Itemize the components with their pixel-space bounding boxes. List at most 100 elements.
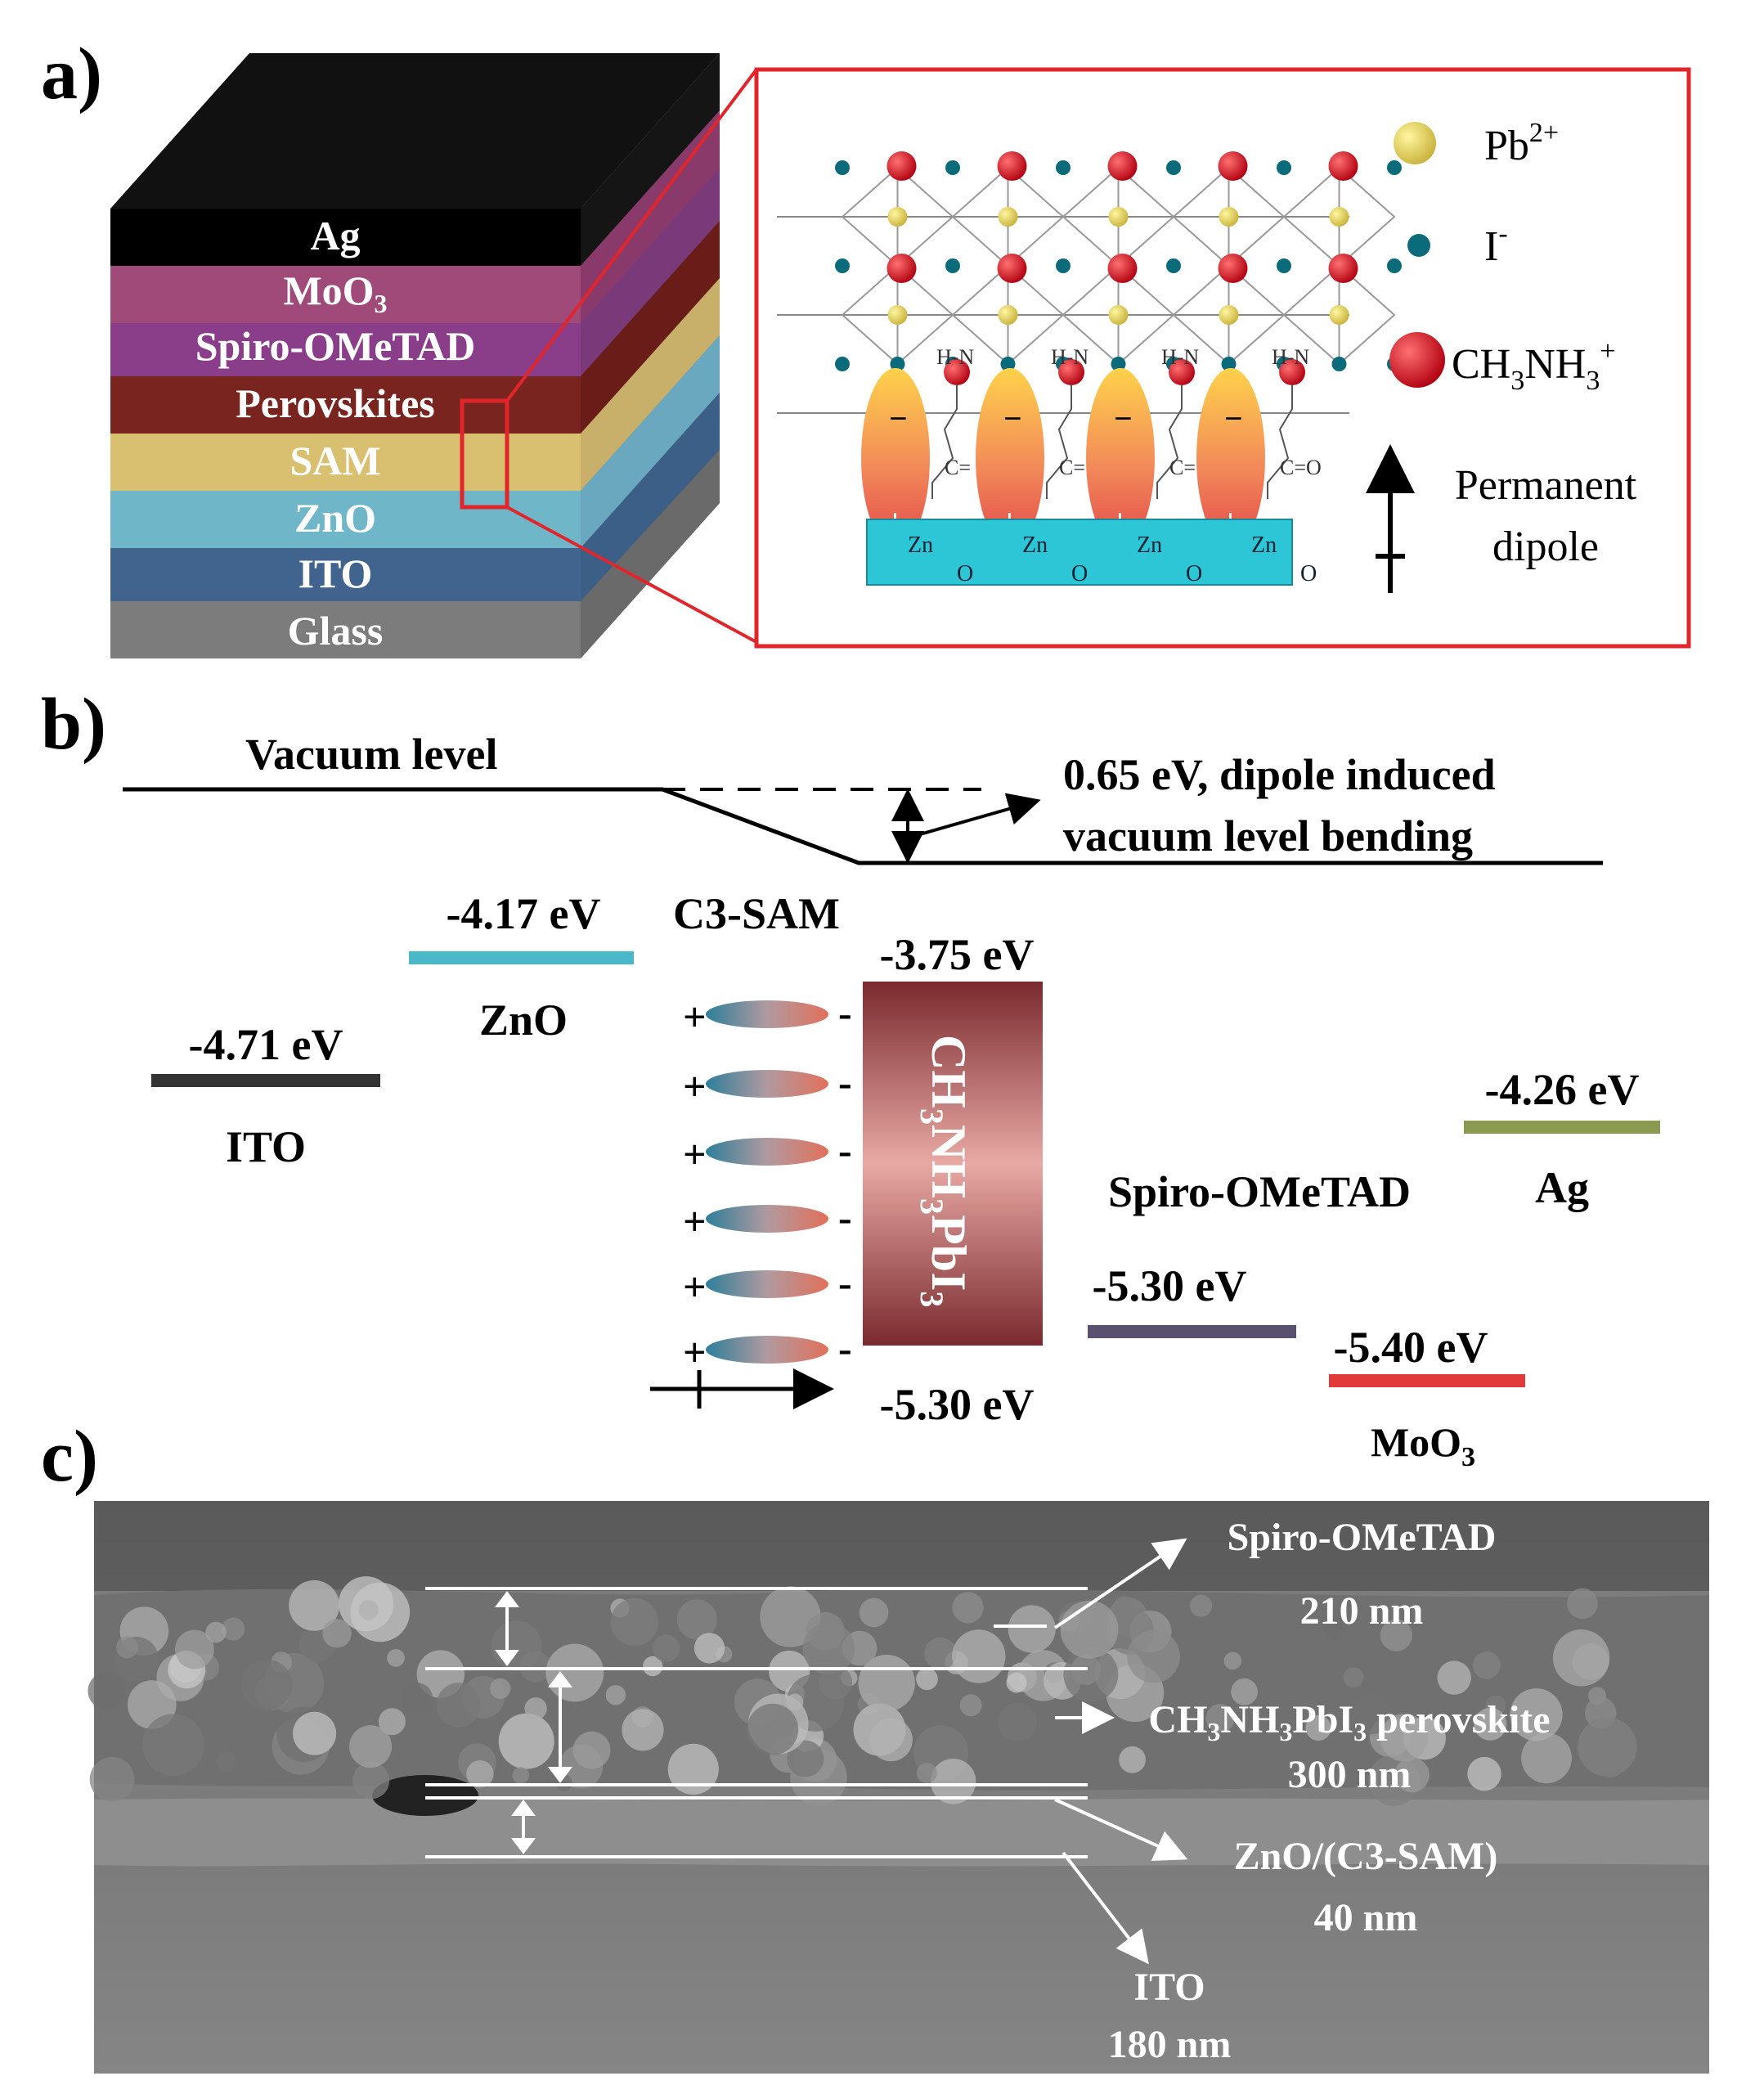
sem-grain	[916, 1668, 938, 1691]
sem-grain	[1474, 1707, 1507, 1741]
sem-cross-section: Spiro-OMeTAD 210 nm CH3NH3PbI3 perovskit…	[88, 1501, 1709, 2074]
ma-legend-marker	[1389, 332, 1445, 388]
sam-dipole	[706, 1138, 828, 1166]
ito-energy-label: -4.71 eV	[189, 1020, 343, 1069]
sem-grain	[512, 1767, 529, 1784]
ag-level-bar	[1464, 1121, 1660, 1134]
iodide-legend-marker	[1407, 234, 1430, 257]
sem-grain	[89, 1756, 135, 1802]
iodide-ion	[1277, 258, 1291, 273]
layer-label-sam: SAM	[290, 438, 380, 483]
sem-grain	[1322, 1615, 1347, 1640]
sem-grain	[1114, 1596, 1132, 1614]
minus-sign: −	[1224, 400, 1243, 437]
sem-grain	[222, 1617, 245, 1641]
ag-energy-label: -4.26 eV	[1485, 1065, 1640, 1114]
ma-cation	[1328, 254, 1358, 283]
sem-grain	[1597, 1750, 1624, 1778]
sem-grain	[572, 1731, 611, 1769]
sem-grain	[142, 1714, 204, 1776]
o-atom: O	[957, 561, 973, 586]
sem-grain	[1552, 1629, 1610, 1687]
sem-grain	[859, 1597, 889, 1628]
ma-cation	[997, 151, 1027, 181]
pb-ion	[1219, 207, 1239, 227]
layer-perovskite	[110, 376, 581, 434]
spiro-callout-arrow	[1053, 1538, 1187, 1629]
zoom-line-bottom	[506, 506, 757, 644]
bending-callout-arrow	[919, 793, 1041, 836]
sem-grain	[747, 1703, 799, 1755]
iodide-ion	[945, 160, 960, 175]
zno-level-bar	[409, 951, 634, 964]
sem-grain	[545, 1643, 604, 1702]
alkyl-chain	[931, 384, 958, 499]
sem-grain	[1380, 1714, 1429, 1762]
alkyl-chain	[1156, 384, 1183, 499]
o-atom: O	[1071, 561, 1088, 586]
minus-sign: −	[1114, 400, 1133, 437]
bending-label-line2: vacuum level bending	[1063, 811, 1473, 861]
pb-ion	[1329, 207, 1349, 227]
carbonyl-label: C=O	[1280, 456, 1322, 479]
dipole-label-line1: Permanent	[1455, 462, 1637, 509]
dipole-label-line2: dipole	[1492, 524, 1599, 570]
layer-ag	[110, 209, 581, 266]
sam-dipole-column: +-+-+-+-+-+-	[683, 990, 852, 1375]
minus-sign: −	[889, 400, 908, 437]
ma-cation	[1328, 151, 1358, 181]
sem-grain	[952, 1592, 984, 1624]
ma-cation	[1169, 359, 1195, 385]
sem-grain	[1223, 1651, 1242, 1670]
sem-grain	[916, 1763, 937, 1783]
minus-sign: -	[838, 990, 852, 1036]
minus-sign: -	[838, 1260, 852, 1305]
minus-sign: −	[1003, 400, 1022, 437]
hn-label: H-N	[1161, 345, 1199, 369]
ma-legend-label: CH3NH3+	[1452, 336, 1616, 396]
sem-grain	[293, 1711, 337, 1755]
sem-grain	[88, 1672, 126, 1710]
pb-ion	[998, 207, 1018, 227]
ito-level-bar	[151, 1074, 380, 1087]
sem-grain	[339, 1576, 394, 1632]
carbonyl-label: C=	[1059, 456, 1085, 479]
sem-grain	[175, 1629, 214, 1669]
zno-sem-label: ZnO/(C3-SAM)	[1234, 1835, 1498, 1878]
sam-molecules: H-NC=−+H-NC=−+H-NC=−+H-NC=O−+	[861, 345, 1322, 548]
sem-grain	[289, 1579, 339, 1631]
moo3-level-bar	[1329, 1374, 1525, 1387]
carbonyl-label: C=	[1169, 456, 1196, 479]
sam-dipole	[706, 1270, 828, 1298]
perovskite-homo-label: -5.30 eV	[880, 1380, 1035, 1429]
sem-grain	[436, 1683, 481, 1728]
panel-b-label: b)	[41, 684, 106, 765]
ma-cation	[1107, 254, 1138, 283]
interface-inset: H-NC=−+H-NC=−+H-NC=−+H-NC=O−+ ZnOZnOZnOZ…	[754, 67, 1691, 649]
vacuum-level-label: Vacuum level	[245, 730, 498, 779]
ma-cation	[1218, 254, 1248, 283]
layer-moo3	[110, 266, 581, 323]
sem-grain	[519, 1651, 551, 1683]
spiro-level-bar	[1088, 1325, 1296, 1338]
iodide-ion	[1111, 357, 1126, 371]
sem-grain	[402, 1683, 433, 1714]
iodide-ion	[1056, 160, 1071, 175]
sem-grain	[1006, 1672, 1027, 1693]
panel-a-label: a)	[41, 34, 102, 115]
zn-atom: Zn	[1022, 532, 1048, 558]
minus-sign: -	[838, 1325, 852, 1371]
perovskite-bandgap-block	[863, 982, 1043, 1346]
ito-sem-label: ITO	[1133, 1966, 1205, 2009]
pb-ion	[1329, 305, 1349, 325]
sem-grain	[1205, 1704, 1235, 1733]
zno-callout-arrow	[1054, 1798, 1188, 1862]
spiro-sem-label: Spiro-OMeTAD	[1228, 1516, 1497, 1559]
sam-dipole	[706, 1205, 828, 1233]
ma-cation	[1218, 151, 1248, 181]
sem-grain	[205, 1621, 227, 1643]
iodide-ion	[1056, 258, 1071, 273]
iodide-ion	[890, 357, 905, 371]
iodide-ion	[1331, 357, 1347, 371]
